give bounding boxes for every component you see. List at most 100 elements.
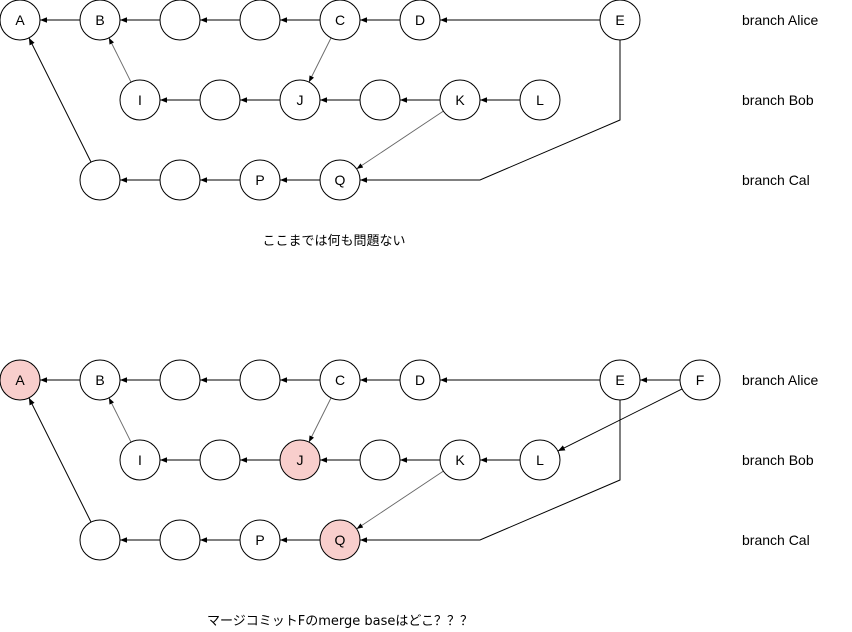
commit-node-k: K [439, 79, 481, 121]
commit-node-j: J [279, 439, 321, 481]
edge-layer [28, 17, 621, 183]
commit-circle [159, 359, 201, 401]
edge-e-to-q [360, 40, 621, 183]
edge-c1-to-a [28, 397, 92, 523]
commit-circle [679, 359, 721, 401]
commit-node-b4 [359, 79, 401, 121]
commit-circle [239, 159, 281, 201]
commit-label: E [615, 372, 624, 388]
commit-node-b2 [199, 79, 241, 121]
commit-circle [399, 359, 441, 401]
commit-node-a4 [239, 0, 281, 41]
commit-label: K [455, 452, 465, 468]
edge-c-to-j [308, 397, 332, 443]
commit-node-f: F [679, 359, 721, 401]
node-layer: A B C D E I J K L P Q [0, 0, 641, 201]
commit-label: F [696, 372, 705, 388]
edge-k-to-q [356, 110, 444, 170]
commit-node-i: I [119, 79, 161, 121]
commit-node-c: C [319, 359, 361, 401]
commit-node-c: C [319, 0, 361, 41]
commit-circle [319, 159, 361, 201]
commit-circle [0, 0, 41, 41]
commit-circle [359, 79, 401, 121]
edge-i-to-b [108, 397, 132, 443]
commit-node-c1 [79, 519, 121, 561]
commit-node-j: J [279, 79, 321, 121]
commit-node-e: E [599, 359, 641, 401]
commit-label: B [95, 372, 104, 388]
commit-circle [199, 439, 241, 481]
commit-circle [439, 79, 481, 121]
commit-circle [199, 79, 241, 121]
branch-label-alice: branch Alice [742, 12, 818, 28]
commit-node-d: D [399, 359, 441, 401]
commit-node-a3 [159, 359, 201, 401]
branch-label-cal: branch Cal [742, 172, 810, 188]
commit-label: J [297, 92, 304, 108]
branch-label-alice: branch Alice [742, 372, 818, 388]
edge-k-to-q [356, 470, 444, 530]
commit-circle [79, 519, 121, 561]
commit-circle [599, 0, 641, 41]
commit-circle [439, 439, 481, 481]
commit-circle [79, 0, 121, 41]
commit-node-k: K [439, 439, 481, 481]
commit-node-p: P [239, 159, 281, 201]
commit-circle [119, 439, 161, 481]
commit-node-a: A [0, 0, 41, 41]
commit-circle [0, 359, 41, 401]
edge-c1-to-a [28, 37, 92, 163]
commit-node-a3 [159, 0, 201, 41]
commit-node-b: B [79, 0, 121, 41]
commit-label: I [138, 92, 142, 108]
commit-node-q: Q [319, 519, 361, 561]
commit-circle [519, 79, 561, 121]
commit-label: C [335, 12, 345, 28]
commit-circle [159, 0, 201, 41]
commit-circle [159, 159, 201, 201]
edge-layer [28, 377, 683, 543]
commit-label: D [415, 372, 425, 388]
commit-label: Q [335, 172, 346, 188]
edge-c-to-j [308, 37, 332, 83]
commit-circle [359, 439, 401, 481]
commit-node-d: D [399, 0, 441, 41]
commit-node-c2 [159, 519, 201, 561]
commit-label: I [138, 452, 142, 468]
commit-node-e: E [599, 0, 641, 41]
commit-circle [519, 439, 561, 481]
commit-circle [599, 359, 641, 401]
commit-label: L [536, 92, 544, 108]
commit-circle [279, 79, 321, 121]
commit-node-l: L [519, 439, 561, 481]
commit-circle [239, 0, 281, 41]
commit-label: P [255, 172, 264, 188]
node-layer: A B C D E F I J K L P Q [0, 359, 721, 561]
commit-circle [279, 439, 321, 481]
edge-e-to-q [360, 400, 621, 543]
commit-node-a: A [0, 359, 41, 401]
branch-label-cal: branch Cal [742, 532, 810, 548]
commit-label: A [15, 12, 25, 28]
edge-i-to-b [108, 37, 132, 83]
commit-circle [319, 0, 361, 41]
commit-circle [239, 519, 281, 561]
commit-label: P [255, 532, 264, 548]
commit-circle [79, 359, 121, 401]
commit-label: Q [335, 532, 346, 548]
commit-node-c2 [159, 159, 201, 201]
commit-label: C [335, 372, 345, 388]
commit-node-b4 [359, 439, 401, 481]
commit-circle [239, 359, 281, 401]
commit-label: B [95, 12, 104, 28]
commit-circle [319, 519, 361, 561]
commit-node-b: B [79, 359, 121, 401]
commit-node-p: P [239, 519, 281, 561]
commit-node-a4 [239, 359, 281, 401]
commit-circle [119, 79, 161, 121]
commit-circle [399, 0, 441, 41]
commit-label: E [615, 12, 624, 28]
